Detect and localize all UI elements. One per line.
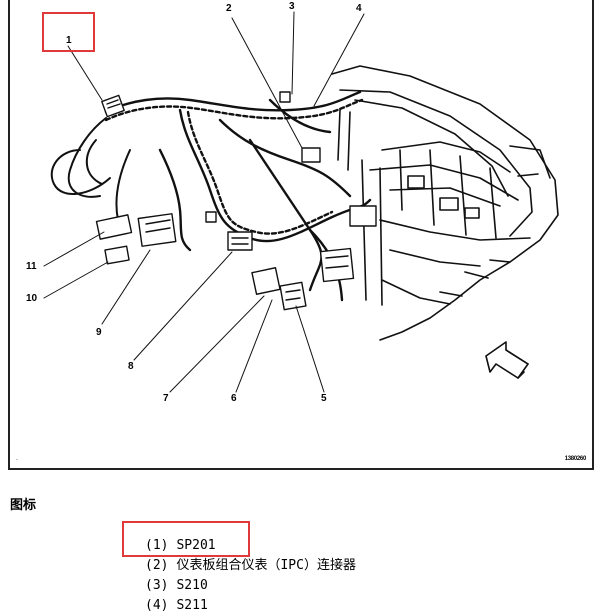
legend-item: (4) S211 bbox=[145, 596, 356, 616]
highlight-box-legend-1 bbox=[122, 521, 250, 557]
callout-3: 3 bbox=[289, 1, 295, 12]
callout-1: 1 bbox=[66, 35, 72, 46]
leader-lines bbox=[43, 11, 365, 393]
legend-item-number: (2) bbox=[145, 558, 169, 573]
legend-item-text: S210 bbox=[176, 578, 208, 593]
callout-4: 4 bbox=[356, 3, 362, 14]
legend-item-number: (4) bbox=[145, 598, 169, 613]
callout-6-lower: 6 bbox=[231, 393, 237, 404]
callout-7: 7 bbox=[163, 393, 169, 404]
dash-frame bbox=[331, 65, 559, 341]
legend-item-number: (3) bbox=[145, 578, 169, 593]
figure-id: 1380260 bbox=[564, 456, 587, 462]
legend-item: (3) S210 bbox=[145, 576, 356, 596]
connectors bbox=[95, 91, 377, 311]
callout-8: 8 bbox=[128, 361, 134, 372]
highlight-box-callout-1 bbox=[42, 12, 95, 52]
corner-mark: . bbox=[16, 455, 18, 462]
wiring-harness-figure: 1 2 3 4 5 6 7 8 9 10 11 . 1380260 bbox=[8, 0, 594, 470]
legend-item-text: 仪表板组合仪表（IPC）连接器 bbox=[176, 558, 356, 573]
legend-item-text: SP201 bbox=[176, 538, 216, 553]
harness-trunk bbox=[104, 90, 372, 302]
callout-11: 11 bbox=[26, 261, 37, 272]
callout-5: 5 bbox=[321, 393, 327, 404]
legend-heading: 图标 bbox=[10, 498, 37, 513]
left-pigtail bbox=[50, 117, 131, 221]
direction-arrow bbox=[485, 341, 529, 379]
legend-item-number: (1) bbox=[145, 538, 169, 553]
callout-10: 10 bbox=[26, 293, 38, 304]
callout-2: 2 bbox=[226, 3, 232, 14]
legend-list: (1) SP201 (2) 仪表板组合仪表（IPC）连接器 (3) S210 (4) S… bbox=[145, 536, 356, 616]
legend-item-text: S211 bbox=[176, 598, 208, 613]
legend-item: (1) SP201 bbox=[145, 536, 356, 556]
legend-item: (2) 仪表板组合仪表（IPC）连接器 bbox=[145, 556, 356, 576]
callout-9: 9 bbox=[96, 327, 102, 338]
wiring-harness-drawing bbox=[43, 11, 559, 393]
